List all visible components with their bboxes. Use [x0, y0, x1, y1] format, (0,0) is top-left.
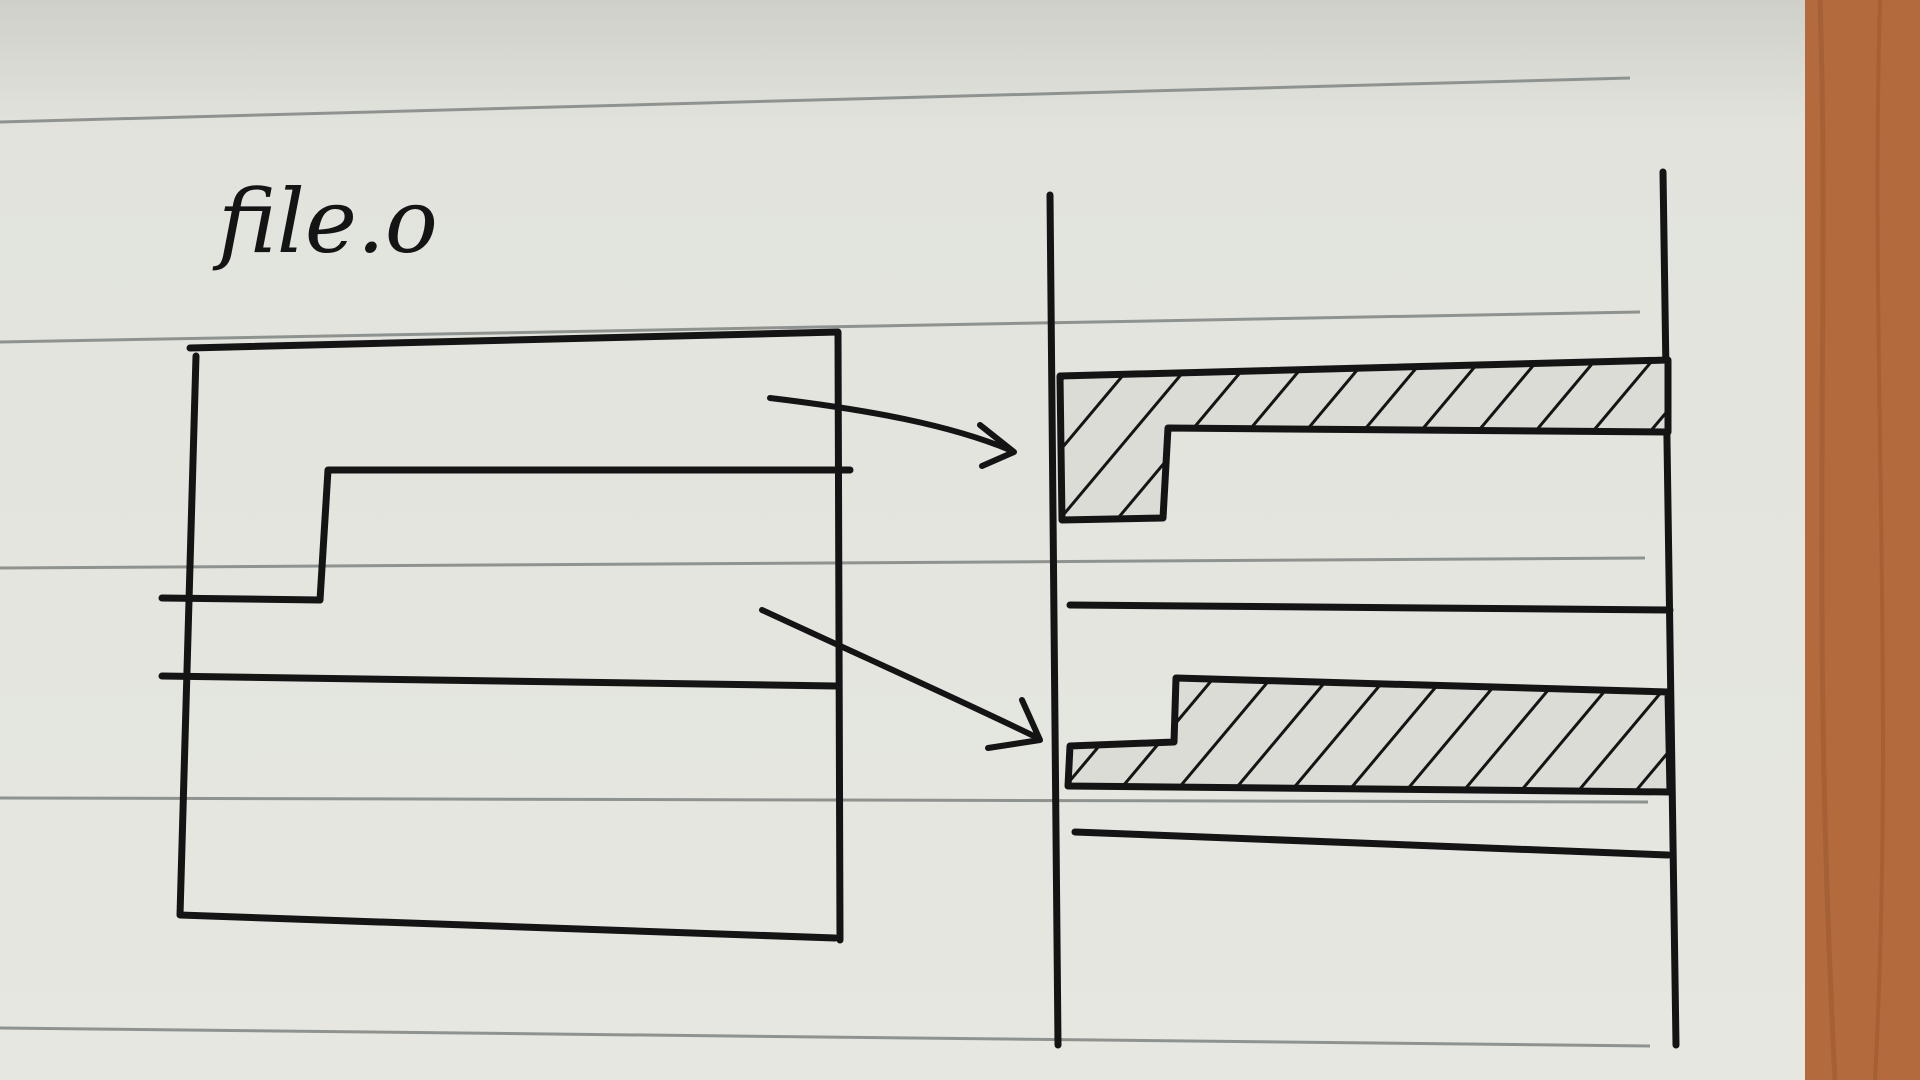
mapped-region-upper	[1056, 356, 1672, 524]
memory-left-border	[1046, 191, 1062, 1049]
memory-column	[1046, 168, 1680, 1049]
memory-divider-middle	[1066, 601, 1674, 614]
file-box	[158, 328, 854, 944]
section-upper	[158, 466, 854, 604]
file-box-outline	[176, 328, 844, 944]
arrows	[759, 395, 1043, 751]
file-label: file.o	[212, 170, 438, 273]
notebook-page	[0, 0, 1805, 1080]
arrow-lower	[759, 607, 1041, 741]
arrow-upper	[767, 395, 1013, 453]
ruled-lines	[0, 76, 1651, 1048]
section-lower	[158, 672, 840, 690]
memory-divider-bottom	[1071, 828, 1672, 859]
arrow-lower-head	[985, 697, 1043, 751]
wood-grain	[1817, 0, 1886, 1080]
arrow-upper-head	[977, 422, 1017, 469]
mapped-region-lower	[1064, 674, 1674, 796]
